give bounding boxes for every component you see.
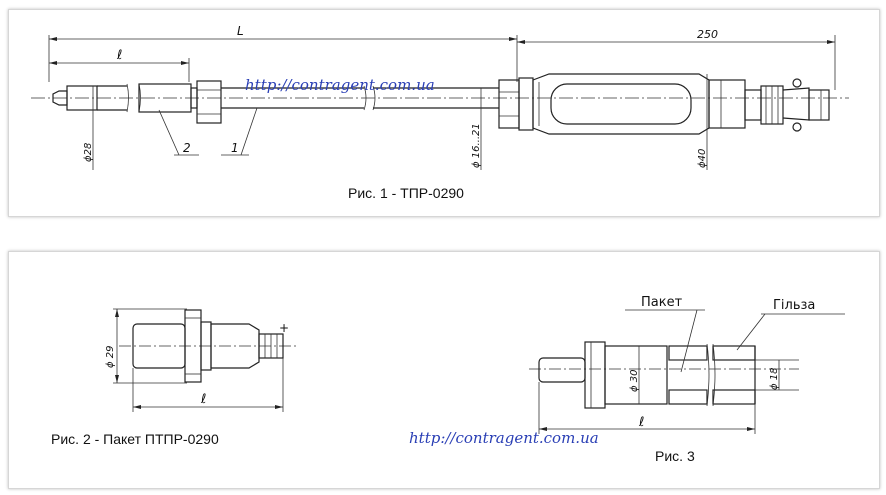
fig2-body bbox=[210, 323, 260, 369]
dim-250-label: 250 bbox=[697, 28, 718, 41]
nut-collar bbox=[190, 87, 198, 109]
break-line-3 bbox=[363, 85, 367, 111]
fig3-packet-wall-top bbox=[668, 345, 708, 361]
fig3-break-line-1 bbox=[706, 343, 710, 407]
connector-plug bbox=[808, 89, 830, 121]
callout-2-leader bbox=[158, 109, 180, 156]
dim-l-arrow-right bbox=[181, 61, 189, 65]
connector-neck bbox=[744, 89, 762, 121]
fig3-sleeve-wall-bottom bbox=[712, 389, 756, 405]
dim-l-arrow-left bbox=[49, 61, 57, 65]
fig3-label-paket: Пакет bbox=[641, 295, 683, 310]
fig3-sleeve-wall-top bbox=[712, 345, 756, 361]
fig3-break-line-2 bbox=[712, 343, 716, 407]
fig3-l-arrow-left bbox=[539, 427, 547, 431]
probe-nose bbox=[66, 85, 98, 111]
fig3-probe-nose bbox=[538, 357, 586, 383]
dim-L-arrow-left bbox=[49, 37, 57, 41]
connector-screw-bottom bbox=[792, 122, 802, 132]
dim-L-arrow-right bbox=[509, 37, 517, 41]
callout-1-leader bbox=[240, 107, 258, 156]
fig3-l-arrow-right bbox=[747, 427, 755, 431]
connector-clamp bbox=[782, 87, 810, 121]
break-line-1 bbox=[126, 83, 129, 113]
fig2-phi29-arrow-bottom bbox=[115, 375, 119, 383]
fig2-l-label: ℓ bbox=[200, 392, 206, 407]
dim-250-arrow-right bbox=[827, 40, 835, 44]
fig2-plus-mark: + bbox=[279, 321, 289, 335]
fig3-gilza-leader bbox=[736, 313, 766, 351]
head-window bbox=[550, 83, 692, 125]
connector-screw-top bbox=[792, 78, 802, 88]
fig2-l-arrow-right bbox=[275, 405, 283, 409]
figure-3-caption: Рис. 3 bbox=[655, 448, 695, 464]
watermark-url: http://contragent.com.ua bbox=[245, 76, 435, 94]
figure-2-3-panel: ϕ 29 + ℓ bbox=[8, 251, 880, 489]
fig3-label-gilza: Гільза bbox=[773, 298, 815, 313]
union-nut bbox=[196, 80, 222, 124]
fig3-packet-wall-bottom bbox=[668, 389, 708, 405]
dim-L-label: L bbox=[237, 24, 244, 38]
dim-l-label: ℓ bbox=[116, 48, 122, 63]
fig2-phi29-arrow-top bbox=[115, 309, 119, 317]
fig3-l-label: ℓ bbox=[638, 415, 644, 430]
fig3-paket-leader bbox=[680, 309, 698, 373]
figure-2-caption: Рис. 2 - Пакет ПТПР-0290 bbox=[51, 431, 219, 447]
dim-250-arrow-left bbox=[517, 40, 525, 44]
fig3-phi30-label: ϕ 30 bbox=[629, 370, 640, 393]
fig2-phi29-label: ϕ 29 bbox=[105, 346, 116, 369]
dim-phi40-label: ϕ40 bbox=[697, 149, 708, 168]
watermark-url-2: http://contragent.com.ua bbox=[409, 429, 599, 447]
dim-phi16-21-label: ϕ 16...21 bbox=[471, 123, 482, 168]
fig2-l-arrow-left bbox=[133, 405, 141, 409]
connector-housing bbox=[708, 79, 746, 129]
figure-2-3-drawing: ϕ 29 + ℓ bbox=[105, 295, 845, 434]
mount-nut bbox=[498, 79, 520, 129]
callout-1-label: 1 bbox=[231, 141, 239, 155]
figure-1-drawing: L 250 ℓ bbox=[31, 24, 849, 170]
head-collar bbox=[518, 77, 534, 131]
fig3-probe-body bbox=[604, 345, 668, 405]
figure-1-panel: L 250 ℓ bbox=[8, 9, 880, 217]
fig3-probe-flange bbox=[584, 341, 606, 409]
fig3-phi18-label: ϕ 18 bbox=[769, 368, 780, 391]
callout-2-label: 2 bbox=[183, 141, 191, 155]
head-body bbox=[532, 73, 710, 135]
figure-1-caption: Рис. 1 - ТПР-0290 bbox=[348, 185, 464, 201]
dim-phi28-label: ϕ28 bbox=[83, 143, 94, 162]
